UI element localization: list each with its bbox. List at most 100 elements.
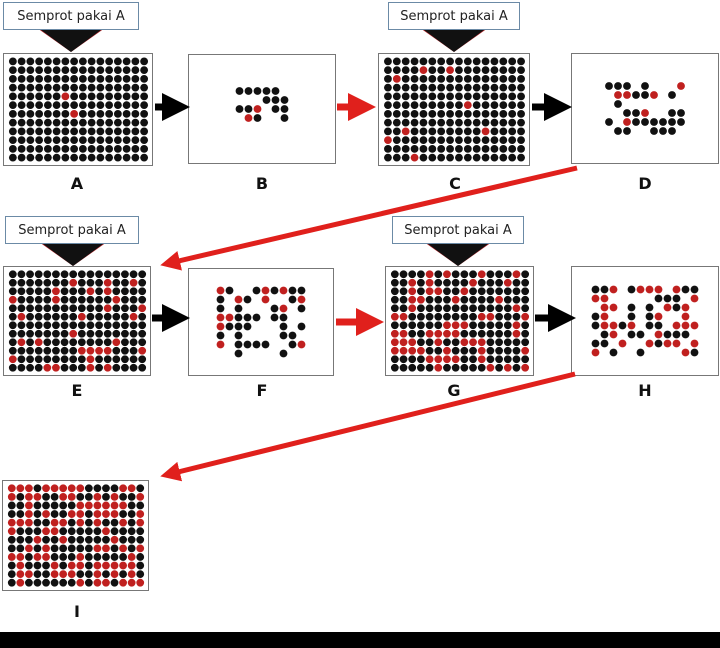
susceptible-insect-dot [419, 83, 428, 92]
susceptible-insect-dot [410, 127, 419, 136]
susceptible-insect-dot [618, 321, 627, 330]
susceptible-insect-dot [121, 329, 129, 338]
susceptible-insect-dot [499, 74, 508, 83]
susceptible-insect-dot [78, 83, 87, 92]
susceptible-insect-dot [16, 492, 25, 501]
susceptible-insect-dot [131, 153, 140, 162]
susceptible-insect-dot [262, 96, 271, 104]
susceptible-insect-dot [390, 355, 399, 364]
susceptible-insect-dot [425, 304, 434, 313]
susceptible-insect-dot [508, 92, 517, 101]
susceptible-insect-dot [26, 312, 34, 321]
susceptible-insect-dot [486, 270, 495, 279]
susceptible-insect-dot [43, 346, 52, 355]
susceptible-insect-dot [392, 153, 401, 162]
susceptible-insect-dot [495, 346, 503, 355]
susceptible-insect-dot [508, 57, 517, 66]
susceptible-insect-dot [43, 338, 52, 347]
susceptible-insect-dot [17, 74, 26, 83]
susceptible-insect-dot [8, 312, 17, 321]
susceptible-insect-dot [271, 96, 280, 104]
resistant-insect-dot [618, 339, 627, 348]
resistant-insect-dot [392, 74, 401, 83]
resistant-insect-dot [512, 321, 521, 330]
resistant-insect-dot [86, 355, 95, 364]
susceptible-insect-dot [410, 83, 419, 92]
susceptible-insect-dot [26, 304, 34, 313]
susceptible-insect-dot [451, 304, 460, 313]
susceptible-insect-dot [95, 329, 103, 338]
susceptible-insect-dot [17, 118, 26, 127]
susceptible-insect-dot [131, 118, 140, 127]
panel-letter: D [638, 174, 652, 193]
susceptible-insect-dot [87, 101, 96, 110]
susceptible-insect-dot [43, 144, 52, 153]
susceptible-insect-dot [34, 304, 43, 313]
susceptible-insect-dot [131, 109, 140, 118]
susceptible-insect-dot [26, 74, 35, 83]
susceptible-insect-dot [131, 144, 140, 153]
susceptible-insect-dot [455, 136, 463, 145]
resistant-insect-dot [110, 501, 119, 510]
susceptible-insect-dot [521, 321, 530, 330]
susceptible-insect-dot [121, 287, 129, 296]
susceptible-insect-dot [105, 127, 114, 136]
susceptible-insect-dot [490, 127, 499, 136]
susceptible-insect-dot [61, 109, 70, 118]
susceptible-insect-dot [477, 295, 486, 304]
resistant-insect-dot [512, 270, 521, 279]
resistant-insect-dot [486, 312, 495, 321]
susceptible-insect-dot [131, 66, 140, 75]
susceptible-insect-dot [42, 535, 50, 544]
resistant-insect-dot [76, 518, 85, 527]
susceptible-insect-dot [34, 278, 43, 287]
resistant-insect-dot [451, 329, 460, 338]
resistant-insect-dot [25, 492, 33, 501]
susceptible-insect-dot [84, 553, 93, 561]
resistant-insect-dot [103, 363, 112, 372]
susceptible-insect-dot [95, 321, 103, 330]
susceptible-insect-dot [138, 321, 147, 330]
susceptible-insect-dot [486, 295, 495, 304]
susceptible-insect-dot [455, 66, 463, 75]
susceptible-insect-dot [59, 578, 68, 587]
resistant-insect-dot [477, 338, 486, 347]
susceptible-insect-dot [446, 118, 454, 127]
resistant-insect-dot [33, 553, 42, 561]
resistant-insect-dot [503, 363, 512, 372]
resistant-insect-dot [425, 287, 434, 296]
susceptible-insect-dot [463, 57, 472, 66]
resistant-insect-dot [50, 484, 59, 493]
resistant-insect-dot [138, 304, 147, 313]
susceptible-insect-dot [384, 118, 392, 127]
resistant-insect-dot [8, 355, 17, 364]
susceptible-insect-dot [428, 83, 437, 92]
resistant-insect-dot [591, 294, 600, 303]
susceptible-insect-dot [26, 66, 35, 75]
susceptible-insect-dot [410, 144, 419, 153]
panel-f [188, 268, 334, 376]
spray-pointer-icon [420, 28, 488, 52]
resistant-insect-dot [86, 346, 95, 355]
susceptible-insect-dot [131, 74, 140, 83]
susceptible-insect-dot [61, 66, 70, 75]
bottom-bar [0, 632, 720, 648]
resistant-insect-dot [50, 570, 59, 579]
susceptible-insect-dot [127, 527, 136, 536]
spray-label-c: Semprot pakai A [388, 2, 520, 30]
susceptible-insect-dot [417, 312, 425, 321]
susceptible-insect-dot [401, 109, 410, 118]
susceptible-insect-dot [50, 544, 59, 553]
susceptible-insect-dot [136, 561, 145, 570]
resistant-insect-dot [600, 294, 609, 303]
resistant-insect-dot [672, 321, 681, 330]
susceptible-insect-dot [131, 83, 140, 92]
resistant-insect-dot [477, 312, 486, 321]
resistant-insect-dot [654, 285, 663, 294]
susceptible-insect-dot [96, 74, 105, 83]
susceptible-insect-dot [521, 355, 530, 364]
susceptible-insect-dot [270, 286, 279, 295]
susceptible-insect-dot [78, 66, 87, 75]
susceptible-insect-dot [50, 578, 59, 587]
susceptible-insect-dot [52, 66, 61, 75]
